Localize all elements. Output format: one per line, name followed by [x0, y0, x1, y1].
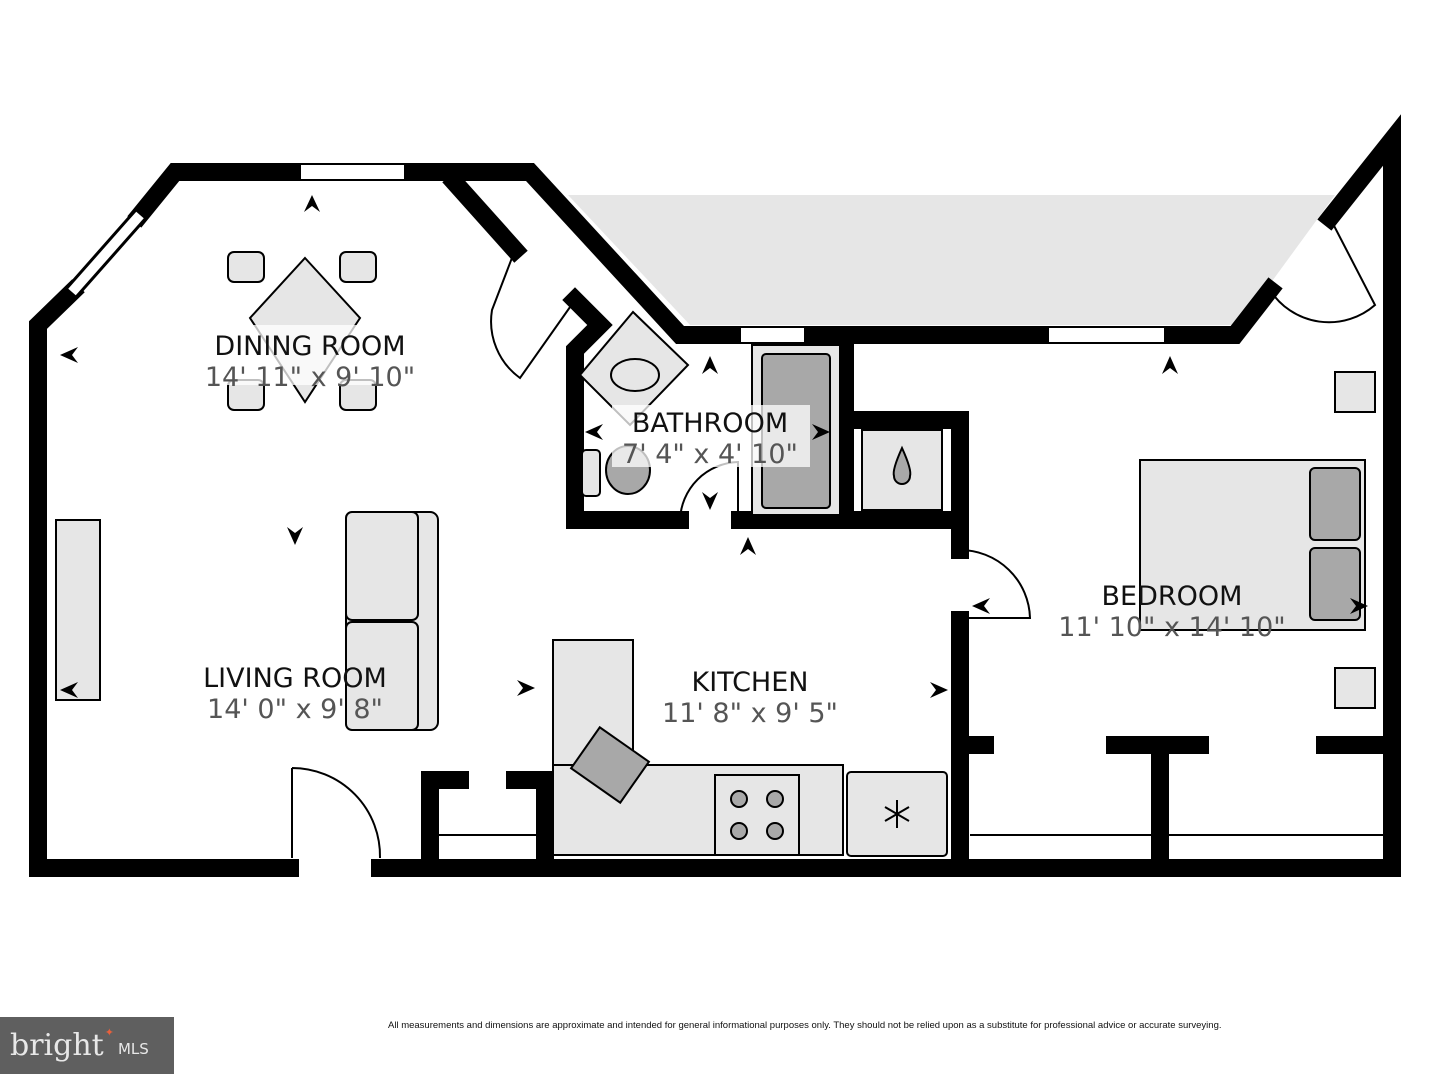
room-label-living: LIVING ROOM 14' 0" x 9' 8": [203, 663, 387, 725]
nightstand: [1334, 667, 1376, 709]
interior-wall: [421, 771, 469, 877]
exterior-wall: [1156, 277, 1283, 344]
exterior-wall: [396, 163, 749, 344]
interior-wall: [506, 771, 554, 877]
chair: [339, 251, 377, 283]
room-label-bedroom: BEDROOM 11' 10" x 14' 10": [1058, 581, 1285, 643]
door-swing: [291, 767, 382, 859]
logo-star-icon: ✦: [104, 1026, 114, 1039]
room-name: BEDROOM: [1102, 581, 1243, 612]
burner-icon: [730, 790, 748, 808]
room-dimensions: 14' 0" x 9' 8": [207, 694, 383, 725]
room-label-bathroom: BATHROOM 7' 4" x 4' 10": [612, 405, 810, 470]
toilet-tank: [581, 449, 601, 497]
sofa-cushion: [345, 511, 419, 621]
sink-icon: [610, 358, 660, 392]
room-dimensions: 11' 8" x 9' 5": [662, 698, 838, 729]
disclaimer-text: All measurements and dimensions are appr…: [388, 1020, 1222, 1031]
logo-suffix: MLS: [117, 1040, 149, 1058]
room-label-dining: DINING ROOM 14' 11" x 9' 10": [195, 325, 425, 393]
water-drop-icon: [892, 445, 912, 485]
window: [299, 163, 406, 181]
pillow: [1309, 547, 1361, 621]
logo-brand: bright: [10, 1027, 104, 1063]
room-name: KITCHEN: [692, 667, 809, 698]
door-swing: [490, 249, 576, 380]
room-name: LIVING ROOM: [203, 663, 387, 694]
room-dimensions: 14' 11" x 9' 10": [205, 362, 415, 393]
room-name: BATHROOM: [632, 408, 788, 439]
balcony-area: [568, 195, 1335, 325]
room-dimensions: 7' 4" x 4' 10": [622, 439, 798, 470]
room-label-kitchen: KITCHEN 11' 8" x 9' 5": [662, 667, 838, 729]
interior-wall: [562, 287, 689, 529]
exterior-wall: [127, 163, 309, 228]
burner-icon: [766, 822, 784, 840]
sofa-cushion: [345, 621, 419, 731]
chair: [227, 251, 265, 283]
window-pane: [68, 211, 144, 296]
burner-icon: [730, 822, 748, 840]
exterior-wall: [371, 114, 1401, 877]
window: [739, 326, 806, 344]
burner-icon: [766, 790, 784, 808]
camera-arrows: [60, 195, 1368, 698]
stove: [714, 774, 800, 856]
tv-console: [55, 519, 101, 701]
pillow: [1309, 467, 1361, 541]
sink-icon: [569, 725, 651, 805]
room-name: DINING ROOM: [214, 331, 405, 362]
door-swing: [959, 549, 1032, 619]
snowflake-icon: [884, 800, 910, 828]
exterior-wall: [29, 279, 299, 877]
window: [1047, 326, 1166, 344]
room-dimensions: 11' 10" x 14' 10": [1058, 612, 1285, 643]
door-swing: [1269, 217, 1377, 324]
nightstand: [1334, 371, 1376, 413]
bright-mls-logo: bright ✦ MLS: [0, 1017, 174, 1074]
interior-wall: [442, 170, 528, 263]
